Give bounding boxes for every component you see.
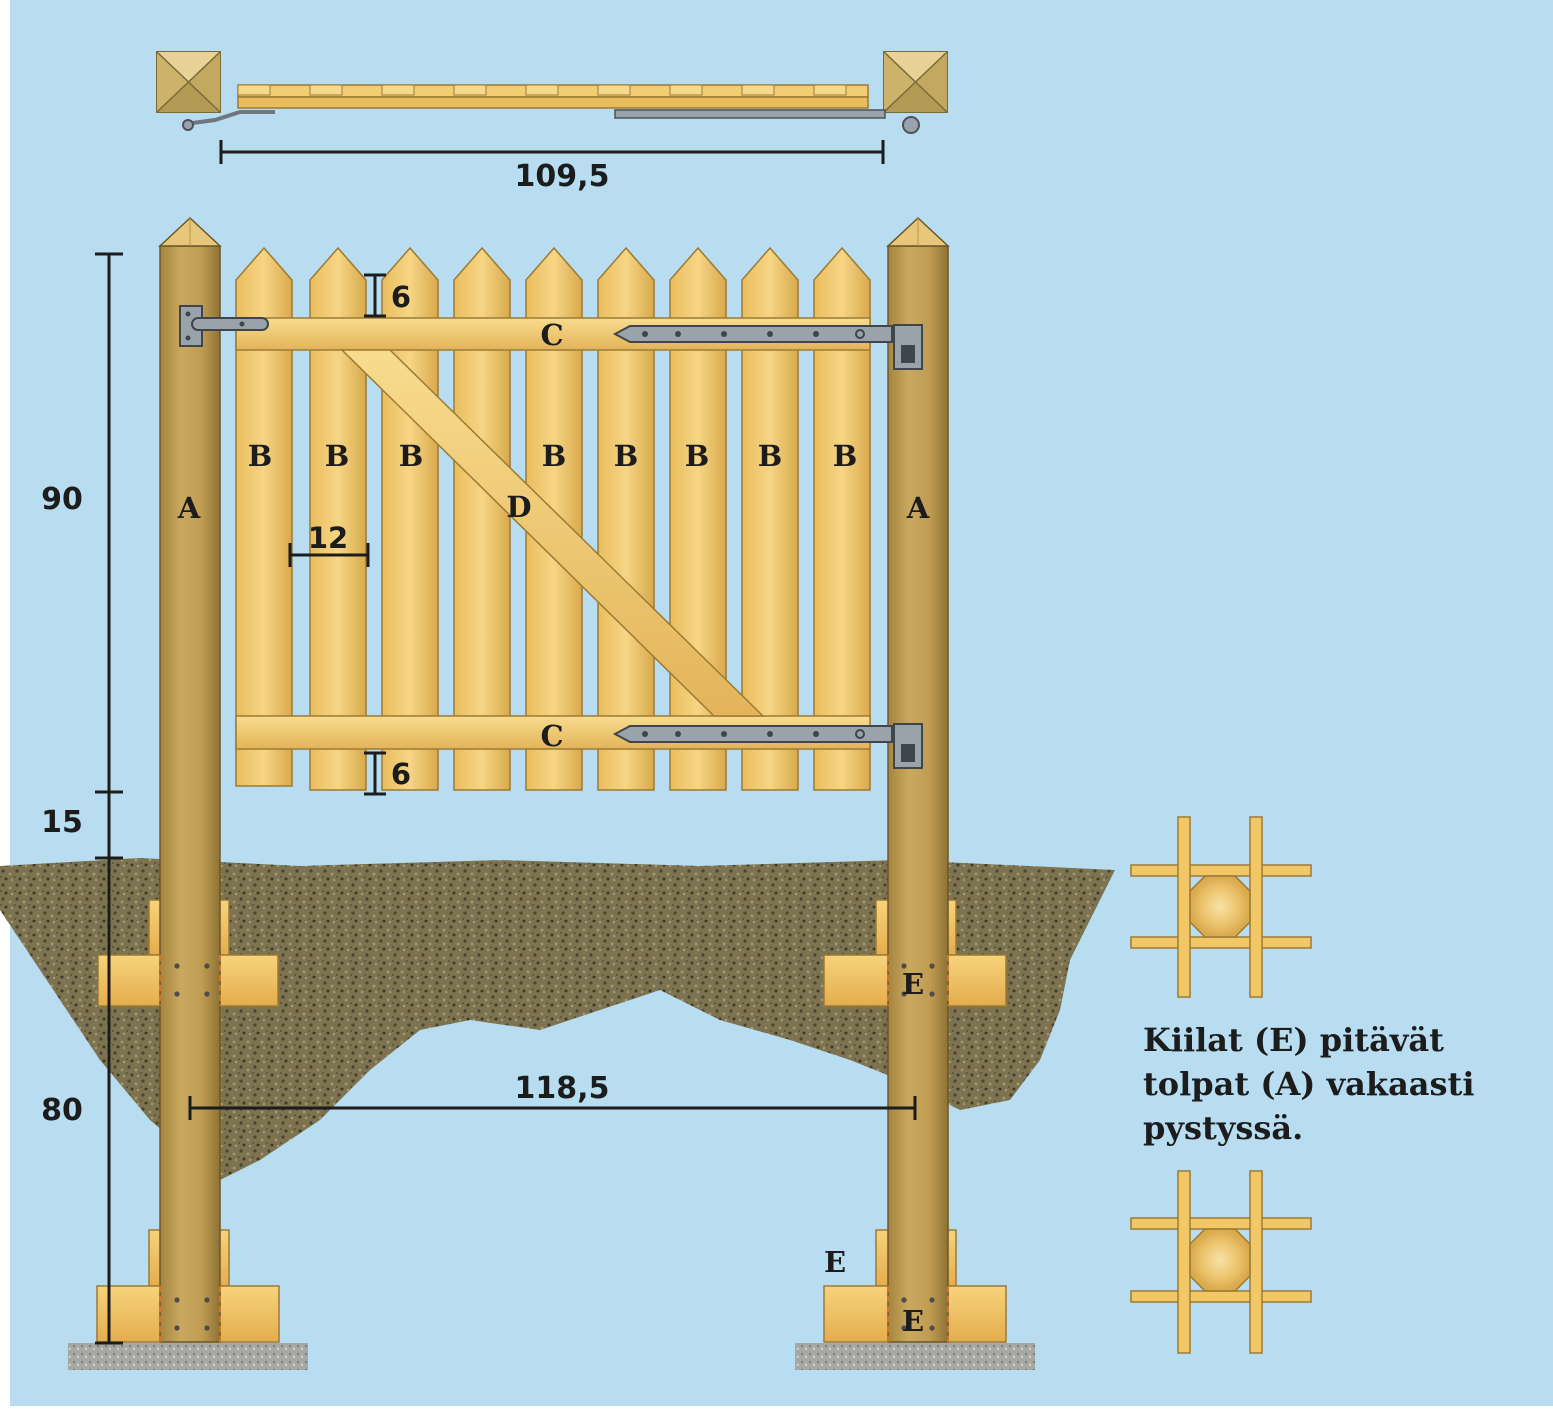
bottom-overhang-label: 6	[391, 757, 411, 791]
top-hinge	[612, 324, 923, 370]
top-overhang-dimension: 6	[364, 273, 411, 318]
note-line: Kiilat (E) pitävät	[1143, 1021, 1444, 1059]
ground	[0, 858, 1115, 1370]
post-spacing-dimension: 118,5	[188, 1071, 917, 1120]
wedge-label-upper: E	[902, 967, 924, 1001]
bottom-overhang-dimension: 6	[364, 751, 411, 796]
diagonal-brace	[340, 349, 765, 717]
wedge-note: Kiilat (E) pitävät tolpat (A) vakaasti p…	[1143, 1018, 1543, 1150]
wedge-plan-upper	[1130, 816, 1312, 998]
gravel-bed-right	[795, 1343, 1035, 1370]
note-line: tolpat (A) vakaasti	[1143, 1065, 1475, 1103]
gate-latch	[179, 305, 269, 347]
post-left	[158, 216, 222, 1343]
picket-width-label: 12	[308, 521, 348, 555]
post-right	[886, 216, 950, 1343]
pickets	[235, 246, 871, 791]
vertical-dimensions: 90 15 80	[41, 252, 123, 1345]
picket-label: B	[685, 439, 710, 473]
picket-width-dimension: 12	[288, 521, 370, 567]
wedge-screws	[174, 963, 935, 1331]
top-view-post-left	[156, 51, 221, 113]
note-line: pystyssä.	[1143, 1109, 1304, 1147]
gate: A A B B B B B B B B C C D 12 6 6	[177, 246, 930, 796]
picket-label: B	[325, 439, 350, 473]
picket-label: B	[542, 439, 567, 473]
picket-label: B	[399, 439, 424, 473]
rail-label-bottom: C	[540, 719, 563, 753]
below-ground-label: 80	[41, 1093, 83, 1128]
post-spacing-label: 118,5	[515, 1071, 610, 1106]
bottom-hinge	[612, 723, 923, 769]
picket-label: B	[833, 439, 858, 473]
soil-mass	[0, 858, 1115, 1180]
top-view-width-dimension: 109,5	[219, 140, 885, 194]
post-label-left: A	[177, 491, 201, 525]
picket-label: B	[758, 439, 783, 473]
top-view-post-right	[883, 51, 948, 113]
gravel-bed-left	[68, 1343, 308, 1370]
top-view-hinge-and-latch	[182, 109, 920, 134]
wedge-label-lower: E	[902, 1304, 924, 1338]
top-view-gate-boards	[237, 84, 869, 109]
picket-label: B	[614, 439, 639, 473]
rail-label-top: C	[540, 318, 563, 352]
brace-label: D	[506, 490, 531, 524]
post-label-right: A	[906, 491, 930, 525]
top-view: 109,5	[156, 51, 948, 194]
top-view-width-label: 109,5	[515, 159, 610, 194]
picket-label: B	[248, 439, 273, 473]
gate-height-label: 90	[41, 482, 83, 517]
wedge-bolts	[159, 955, 949, 1342]
wedge-label-outside: E	[824, 1245, 846, 1279]
top-overhang-label: 6	[391, 280, 411, 314]
ground-gap-label: 15	[41, 805, 83, 840]
wedge-plan-lower	[1130, 1170, 1312, 1354]
